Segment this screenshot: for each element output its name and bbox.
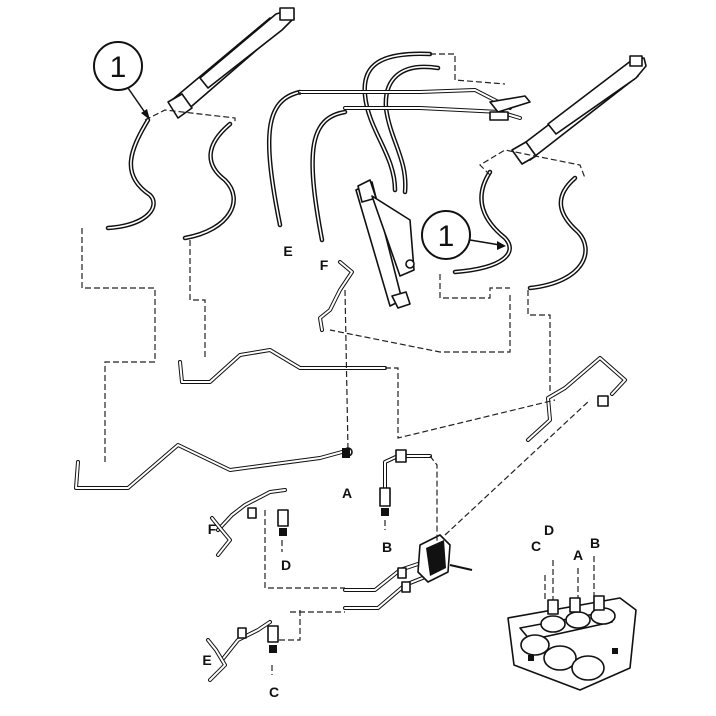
center-cylinder [355,179,415,309]
label-c-bottom: C [269,684,279,700]
callout-left-number: 1 [110,51,127,84]
label-e-top: E [283,243,292,259]
label-valve-b: B [590,535,600,551]
left-hoses [105,117,236,241]
label-valve-c: C [531,538,541,554]
callout-left: 1 [93,41,150,120]
hoses-e-f [266,89,348,243]
lower-steel-tubes [206,454,432,682]
port-labels: E F A B F D E C C D A B [202,243,600,700]
center-top-hoses [362,51,441,195]
label-b-mid: B [382,539,392,555]
label-valve-d: D [544,522,554,538]
mid-steel-tubes [74,260,627,490]
label-a-mid: A [342,485,352,501]
callout-right: 1 [421,210,506,260]
label-valve-a: A [573,547,583,563]
fittings [237,111,609,653]
label-e-bottom: E [202,652,211,668]
top-steel-tubes [298,88,531,120]
valve-bank [507,595,637,691]
callout-right-number: 1 [438,220,455,253]
right-cylinder [511,55,647,165]
right-hoses [452,169,588,291]
left-cylinder [167,7,295,119]
label-f-top: F [320,257,329,273]
label-d-low: D [281,557,291,573]
small-valve-block [417,534,473,583]
label-f-low: F [208,521,217,537]
